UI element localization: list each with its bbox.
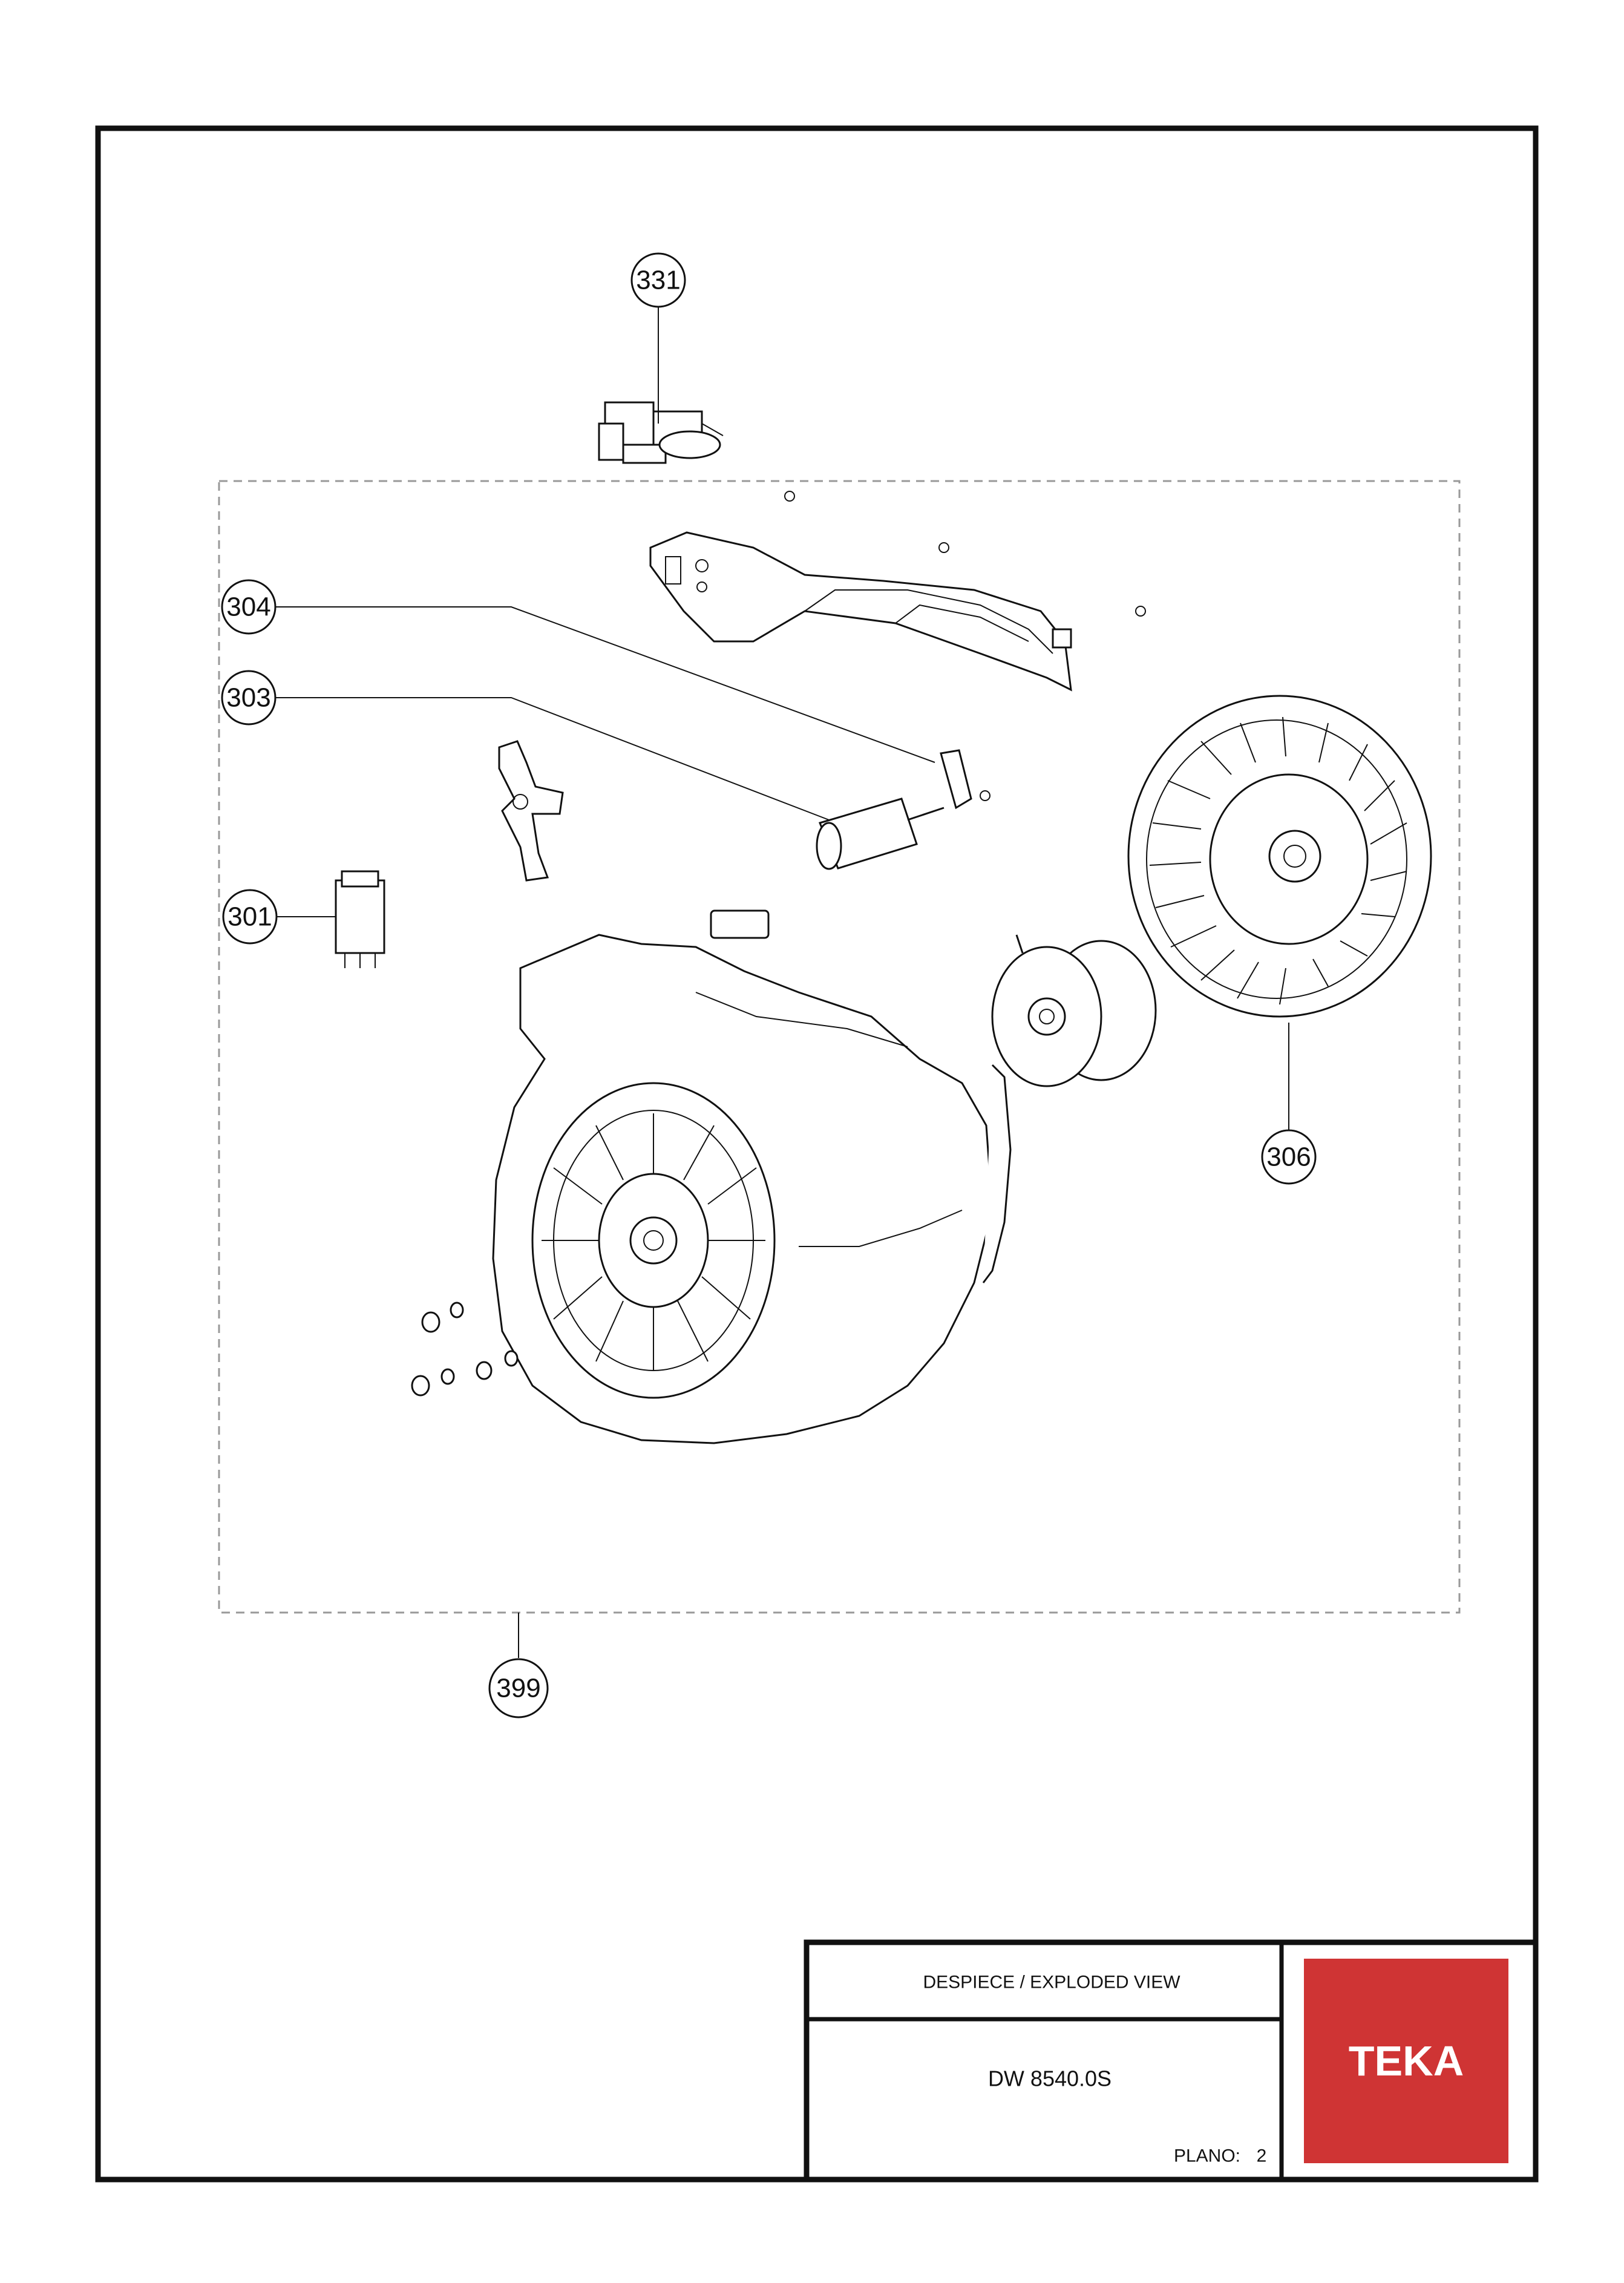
callout-label-331: 331 <box>636 266 680 295</box>
callout-label-304: 304 <box>226 592 270 622</box>
plan-label: PLANO: <box>1174 2146 1240 2166</box>
fan-wheel-part <box>1127 695 1432 1018</box>
clip-bracket-part <box>498 740 564 882</box>
switch-part <box>940 749 990 810</box>
callout-399: 399 <box>488 1658 549 1718</box>
fasteners <box>411 1302 519 1397</box>
title-block: DESPIECE / EXPLODED VIEW DW 8540.0S PLAN… <box>804 1939 1539 2183</box>
capacitor-part <box>816 798 945 870</box>
callout-331: 331 <box>630 252 686 308</box>
blower-housing-part <box>492 934 1012 1444</box>
plan-number: 2 <box>1257 2146 1267 2166</box>
callout-label-399: 399 <box>496 1674 540 1703</box>
assembly-boundary <box>218 480 1461 1614</box>
title-heading: DESPIECE / EXPLODED VIEW <box>923 1973 1180 1993</box>
brand-logo-box <box>1304 1959 1508 2163</box>
callout-301: 301 <box>222 889 278 945</box>
terminal-block-part <box>598 401 724 464</box>
fan-wheel-vanes <box>1149 716 1407 1005</box>
callout-303: 303 <box>221 670 277 726</box>
callout-304: 304 <box>221 579 277 635</box>
brand-logo: TEKA <box>1349 2037 1464 2085</box>
relay-part <box>335 870 385 968</box>
leader-lines <box>275 307 1289 1658</box>
housing-fan-blades <box>542 1113 765 1371</box>
duct-bracket-part <box>649 491 1146 692</box>
callout-306: 306 <box>1261 1129 1317 1185</box>
callout-label-301: 301 <box>228 902 272 932</box>
motor-part <box>991 934 1157 1087</box>
connector-part <box>710 909 770 939</box>
callout-label-303: 303 <box>226 683 270 713</box>
callout-label-306: 306 <box>1266 1142 1311 1172</box>
model-number: DW 8540.0S <box>988 2066 1112 2091</box>
